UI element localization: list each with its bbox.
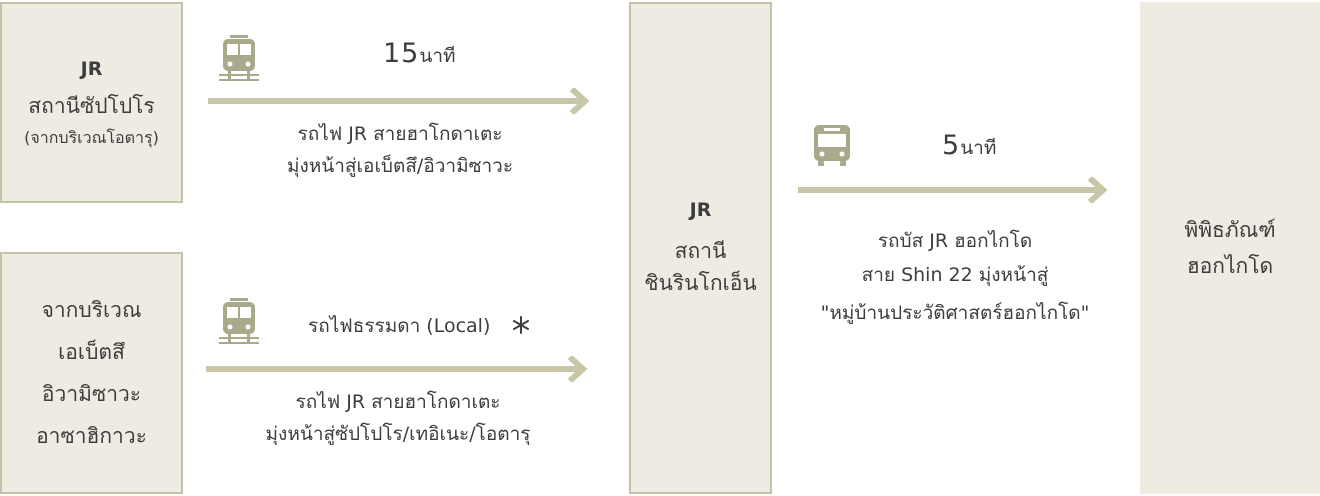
shinrinkoen-line-1: สถานี — [674, 239, 727, 263]
shinrinkoen-jr-label: JR — [689, 199, 712, 221]
asterisk-icon — [512, 316, 530, 334]
rapid-train-caption-line-1: รถไฟ JR สายฮาโกดาเตะ — [297, 123, 503, 145]
rapid-train-minutes-unit: นาที — [419, 45, 456, 67]
ebetsu-area-box: จากบริเวณ เอเบ็ตสึ อิวามิซาวะ อาซาฮิกาวะ — [0, 252, 183, 494]
rapid-train-duration: 15นาที — [383, 38, 456, 71]
sapporo-station-box: JR สถานีซัปโปโร (จากบริเวณโอตารุ) — [0, 2, 183, 203]
rapid-train-caption: รถไฟ JR สายฮาโกดาเตะ มุ่งหน้าสู่เอเบ็ตสึ… — [208, 118, 592, 182]
shinrinkoen-line-2: ชินรินโกเอ็น — [644, 271, 757, 295]
ebetsu-line-2: เอเบ็ตสึ — [58, 340, 125, 364]
local-train-label: รถไฟธรรมดา (Local) — [308, 315, 491, 337]
shinrinkoen-station-box: JR สถานี ชินรินโกเอ็น — [629, 2, 772, 494]
sapporo-jr-label: JR — [80, 57, 103, 80]
bus-duration: 5นาที — [942, 130, 996, 163]
bus-caption-line-3: "หมู่บ้านประวัติศาสตร์ฮอกไกโด" — [820, 302, 1090, 324]
bus-caption: รถบัส JR ฮอกไกโด สาย Shin 22 มุ่งหน้าสู่… — [790, 224, 1120, 330]
bus-icon — [812, 123, 852, 171]
ebetsu-line-1: จากบริเวณ — [41, 298, 142, 322]
bus-minutes-unit: นาที — [960, 137, 997, 159]
train-icon — [219, 35, 259, 83]
bus-minutes: 5 — [942, 130, 961, 161]
arrow-ebetsu-to-shinrinkoen — [206, 356, 590, 382]
sapporo-origin-note: (จากบริเวณโอตารุ) — [24, 127, 159, 147]
local-train-caption-line-1: รถไฟ JR สายฮาโกดาเตะ — [295, 391, 501, 413]
museum-line-2: ฮอกไกโด — [1186, 254, 1274, 278]
rapid-train-caption-line-2: มุ่งหน้าสู่เอเบ็ตสึ/อิวามิซาวะ — [286, 155, 514, 177]
ebetsu-line-4: อาซาฮิกาวะ — [36, 424, 147, 448]
museum-line-1: พิพิธภัณฑ์ — [1184, 218, 1276, 242]
ebetsu-line-3: อิวามิซาวะ — [41, 382, 142, 406]
train-icon — [219, 298, 259, 346]
rapid-train-minutes: 15 — [383, 38, 420, 69]
museum-box: พิพิธภัณฑ์ ฮอกไกโด — [1140, 2, 1320, 494]
arrow-shinrinkoen-to-museum — [798, 177, 1110, 203]
local-train-caption-line-2: มุ่งหน้าสู่ซัปโปโร/เทอิเนะ/โอตารุ — [265, 423, 531, 445]
sapporo-station-name: สถานีซัปโปโร — [28, 93, 155, 118]
bus-caption-line-2: สาย Shin 22 มุ่งหน้าสู่ — [861, 264, 1049, 286]
bus-caption-line-1: รถบัส JR ฮอกไกโด — [877, 230, 1033, 252]
local-train-caption: รถไฟ JR สายฮาโกดาเตะ มุ่งหน้าสู่ซัปโปโร/… — [206, 386, 590, 450]
arrow-sapporo-to-shinrinkoen — [208, 88, 592, 114]
